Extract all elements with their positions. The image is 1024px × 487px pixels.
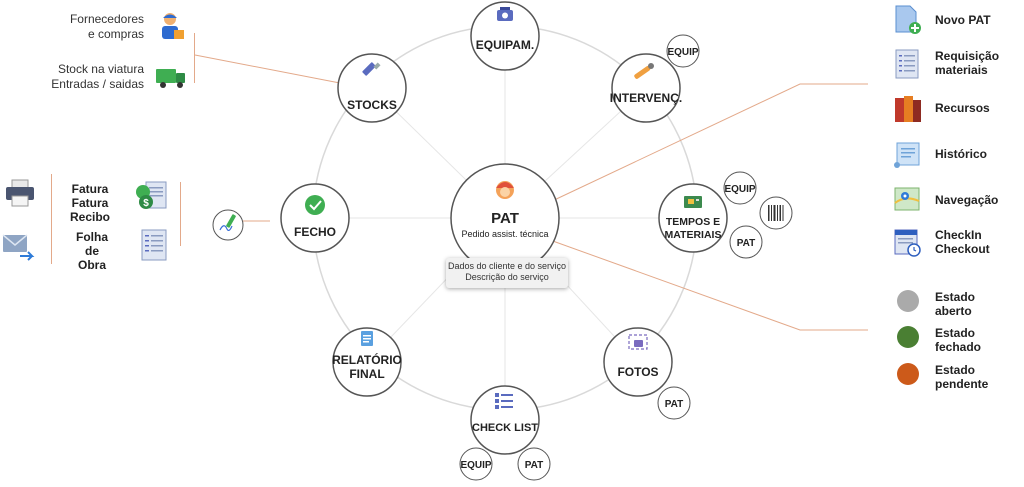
signature-badge[interactable] [212,209,244,241]
fotos-label: FOTOS [617,365,658,379]
node-stocks[interactable]: STOCKS [337,53,407,123]
state-pendente: Estado pendente [897,363,1024,393]
intervencao-equip-badge[interactable]: EQUIP [666,34,700,68]
relatorio-label-line2: FINAL [349,367,384,381]
menu-recursos[interactable]: Recursos [893,94,1023,124]
work-sheet-icon [140,228,170,262]
fecho-label: FECHO [294,225,336,239]
relatorio-label-line1: RELATÓRIO [332,352,402,367]
checkin-clock-icon [893,228,923,258]
stocks-label: STOCKS [347,98,397,112]
checklist-label: CHECK LIST [472,422,538,434]
spark-plug-icon [362,62,381,76]
technician-icon [496,181,514,199]
node-fecho[interactable]: FECHO [280,183,350,253]
circuit-board-icon [684,196,702,208]
node-fotos[interactable]: FOTOS [603,327,673,397]
tempos-pat-badge[interactable]: PAT [729,225,763,259]
node-tempos-materiais[interactable]: TEMPOS E MATERIAIS [658,183,728,253]
menu-historico[interactable]: Histórico [893,140,1023,170]
tempos-label-line1: TEMPOS E [666,216,720,228]
state-pendente-dot [897,363,919,385]
invoice-money-icon: $ [134,180,170,216]
printer-icon [4,179,36,207]
pat-title: PAT [491,210,519,227]
truck-icon [155,66,187,90]
svg-text:EQUIP: EQUIP [460,460,491,471]
state-fechado-dot [897,326,919,348]
history-scroll-icon [893,140,923,170]
state-aberto: Estado aberto [897,290,1024,320]
email-send-icon [2,232,36,262]
fotos-pat-badge[interactable]: PAT [657,386,691,420]
camera-icon [628,334,648,350]
requisition-list-icon [893,49,923,79]
svg-text:PAT: PAT [665,399,684,410]
menu-requisicao-materiais[interactable]: Requisição materiais [893,49,1023,79]
map-icon [893,185,923,215]
connector-lines [194,54,868,331]
checklist-icon [495,393,513,409]
signature-pen-icon [219,214,236,232]
documents-bracket [180,182,181,246]
tooltip-line1: Dados do cliente e do serviço [447,261,567,271]
fatura-text: Fatura Fatura Recibo [69,182,110,224]
pat-subtitle: Pedido assist. técnica [461,229,548,239]
check-circle-icon [305,195,325,215]
svg-text:PAT: PAT [737,238,756,249]
engine-icon [497,7,513,21]
checklist-equip-badge[interactable]: EQUIP [459,447,493,481]
folha-obra-text: Folha de Obra [76,230,108,272]
fornecedores-text: Fornecedores e compras [69,12,144,41]
new-document-icon [893,5,923,35]
menu-checkin-checkout[interactable]: CheckIn Checkout [893,228,1023,258]
node-relatorio-final[interactable]: RELATÓRIO FINAL [332,327,402,397]
state-fechado: Estado fechado [897,326,1024,356]
suppliers-bracket [194,33,195,83]
delivery-person-icon [156,11,186,41]
invoicing-bracket [51,174,52,264]
pat-center-node[interactable]: PAT Pedido assist. técnica [450,163,560,273]
node-equipamento[interactable]: EQUIPAM. [470,1,540,71]
svg-text:EQUIP: EQUIP [667,47,698,58]
node-checklist[interactable]: CHECK LIST [470,385,540,455]
stock-viatura-text: Stock na viatura Entradas / saidas [51,62,144,91]
tempos-label-line2: MATERIAIS [665,229,722,241]
wrench-icon [634,63,654,79]
equipamento-label: EQUIPAM. [476,38,534,52]
checklist-pat-badge[interactable]: PAT [517,447,551,481]
report-document-icon [361,331,373,346]
svg-text:PAT: PAT [525,460,544,471]
state-aberto-dot [897,290,919,312]
svg-text:$: $ [143,198,149,209]
intervencao-label: INTERVENÇ. [610,91,682,105]
tooltip-line2: Descrição do serviço [465,272,549,282]
barcode-badge[interactable] [759,196,793,230]
svg-text:EQUIP: EQUIP [724,184,755,195]
books-icon [893,94,923,124]
node-intervencao[interactable]: INTERVENÇ. [610,53,682,123]
menu-navegacao[interactable]: Navegação [893,185,1023,215]
tempos-equip-badge[interactable]: EQUIP [723,171,757,205]
pat-description-tooltip: Dados do cliente e do serviço Descrição … [446,258,568,288]
menu-novo-pat[interactable]: Novo PAT [893,5,1023,35]
barcode-icon [768,205,784,221]
